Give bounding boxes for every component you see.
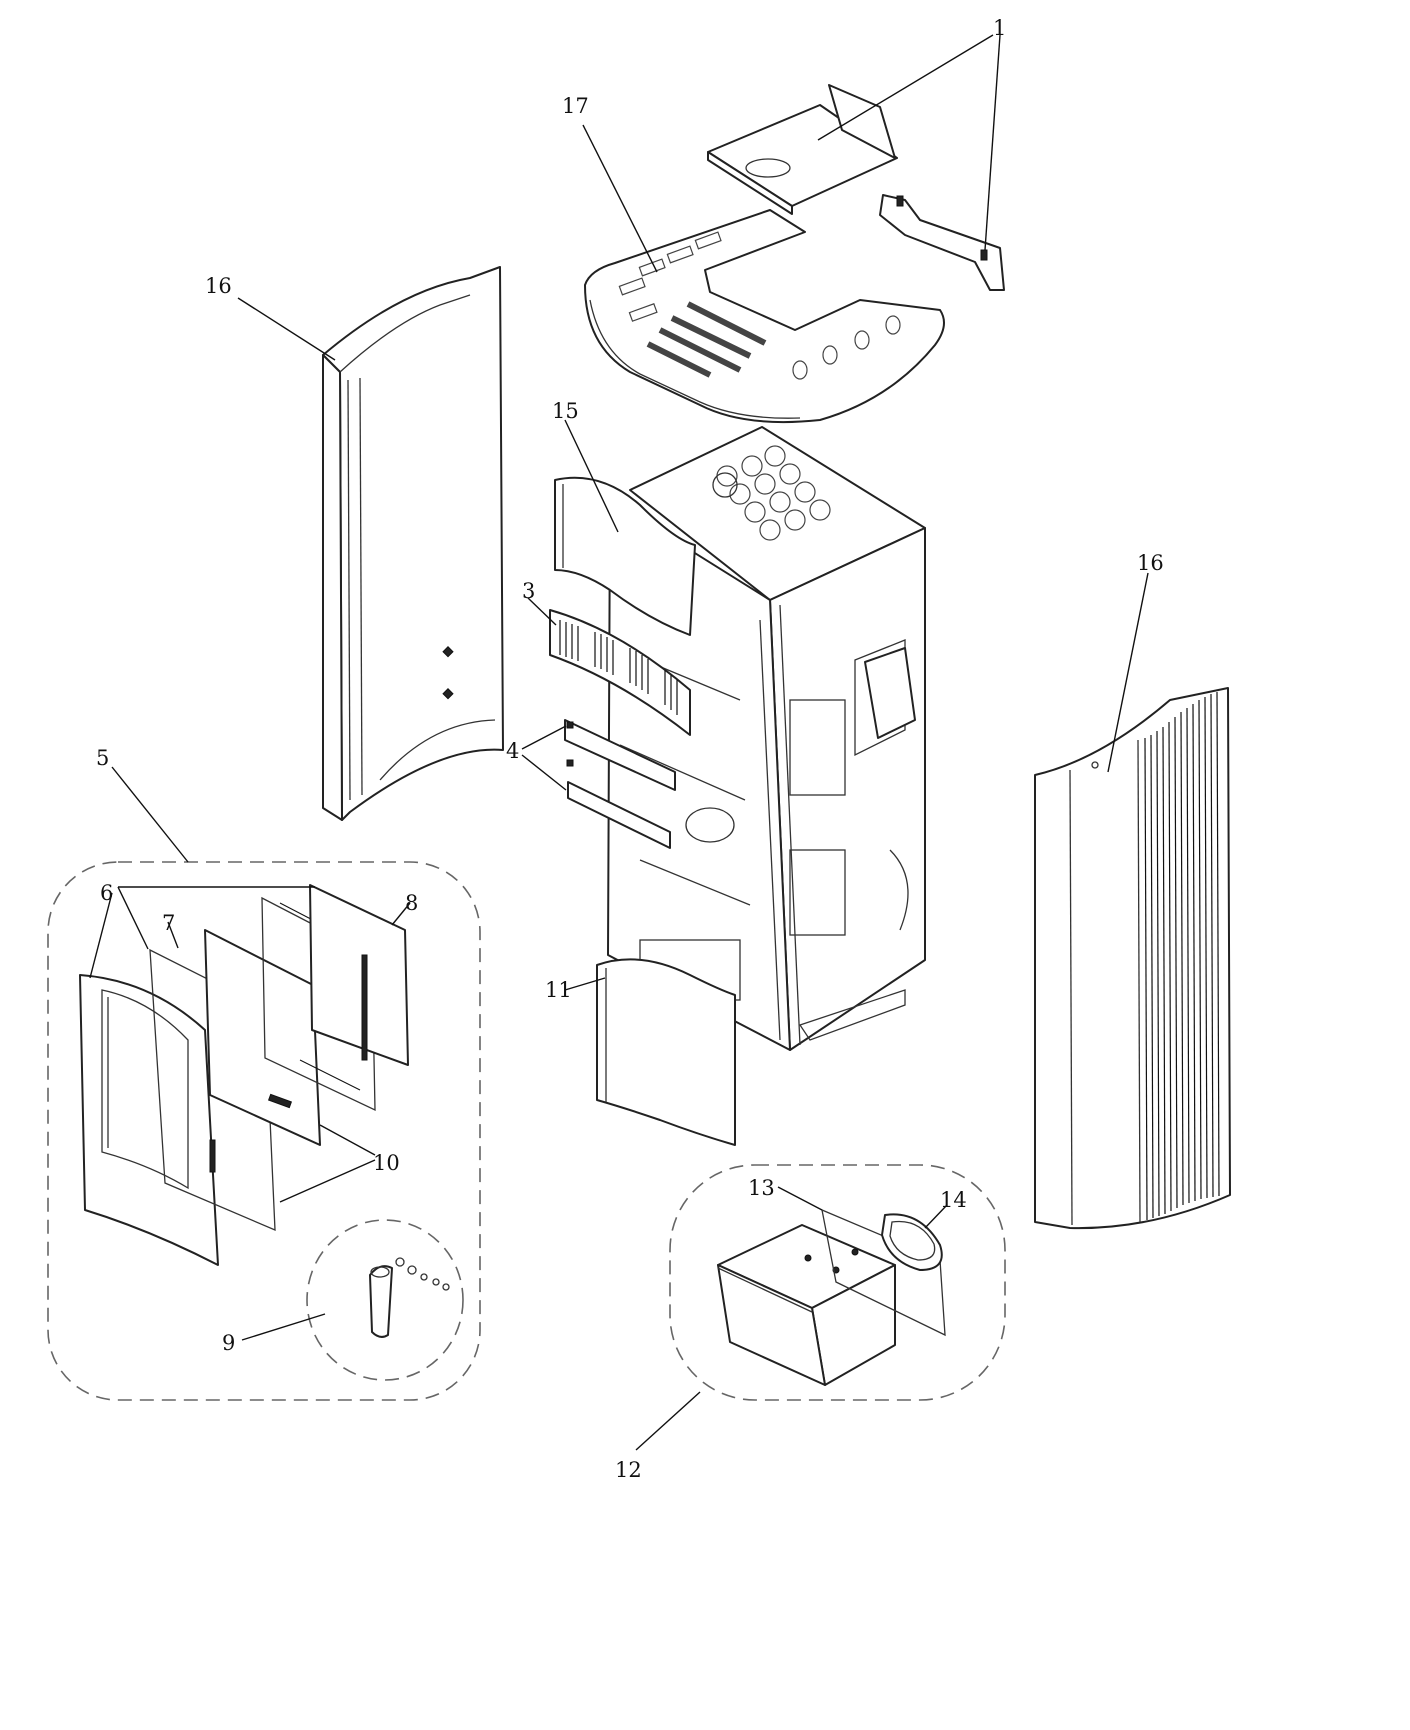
callout-4: 4 <box>506 739 519 763</box>
part-upper-front-panel <box>554 476 696 636</box>
part-door-clips <box>267 954 368 1109</box>
callout-8: 8 <box>405 891 418 915</box>
part-stove-body <box>607 426 926 1051</box>
callout-12: 12 <box>615 1458 642 1482</box>
part-top-cover <box>584 209 945 424</box>
part-front-grille <box>549 609 691 736</box>
part-control-panel <box>707 84 898 215</box>
part-brackets <box>564 719 676 849</box>
callout-9: 9 <box>222 1331 235 1355</box>
callout-7: 7 <box>162 911 175 935</box>
callout-17: 17 <box>562 94 589 118</box>
part-lower-front-panel <box>596 958 736 1146</box>
callout-3: 3 <box>522 579 535 603</box>
part-door-glass <box>204 929 321 1146</box>
part-door-back-panel <box>309 884 409 1066</box>
callout-16-left: 16 <box>205 274 232 298</box>
callout-10: 10 <box>373 1151 400 1175</box>
callout-6: 6 <box>100 881 113 905</box>
callout-15: 15 <box>552 399 579 423</box>
part-left-side-panel <box>322 266 504 821</box>
group-door-assembly-outline <box>47 861 481 1401</box>
leader-lines <box>89 34 1149 1451</box>
part-door-handle <box>369 1257 450 1338</box>
callout-5: 5 <box>96 746 109 770</box>
callout-16-right: 16 <box>1137 551 1164 575</box>
group-handle-detail-outline <box>306 1219 464 1381</box>
part-ash-drawer <box>717 1224 896 1386</box>
callout-11: 11 <box>545 978 572 1002</box>
callout-13: 13 <box>748 1176 775 1200</box>
part-ash-drawer-gasket <box>881 1213 943 1271</box>
callout-14: 14 <box>940 1188 967 1212</box>
callout-1: 1 <box>993 16 1006 40</box>
part-control-bracket <box>879 194 1005 291</box>
part-door-frame <box>79 974 219 1266</box>
group-ash-drawer-outline <box>669 1164 1006 1401</box>
callout-labels: 1 17 16 15 3 16 4 5 6 7 8 11 10 13 14 9 … <box>96 16 1164 1482</box>
part-right-side-panel <box>1034 687 1231 1230</box>
